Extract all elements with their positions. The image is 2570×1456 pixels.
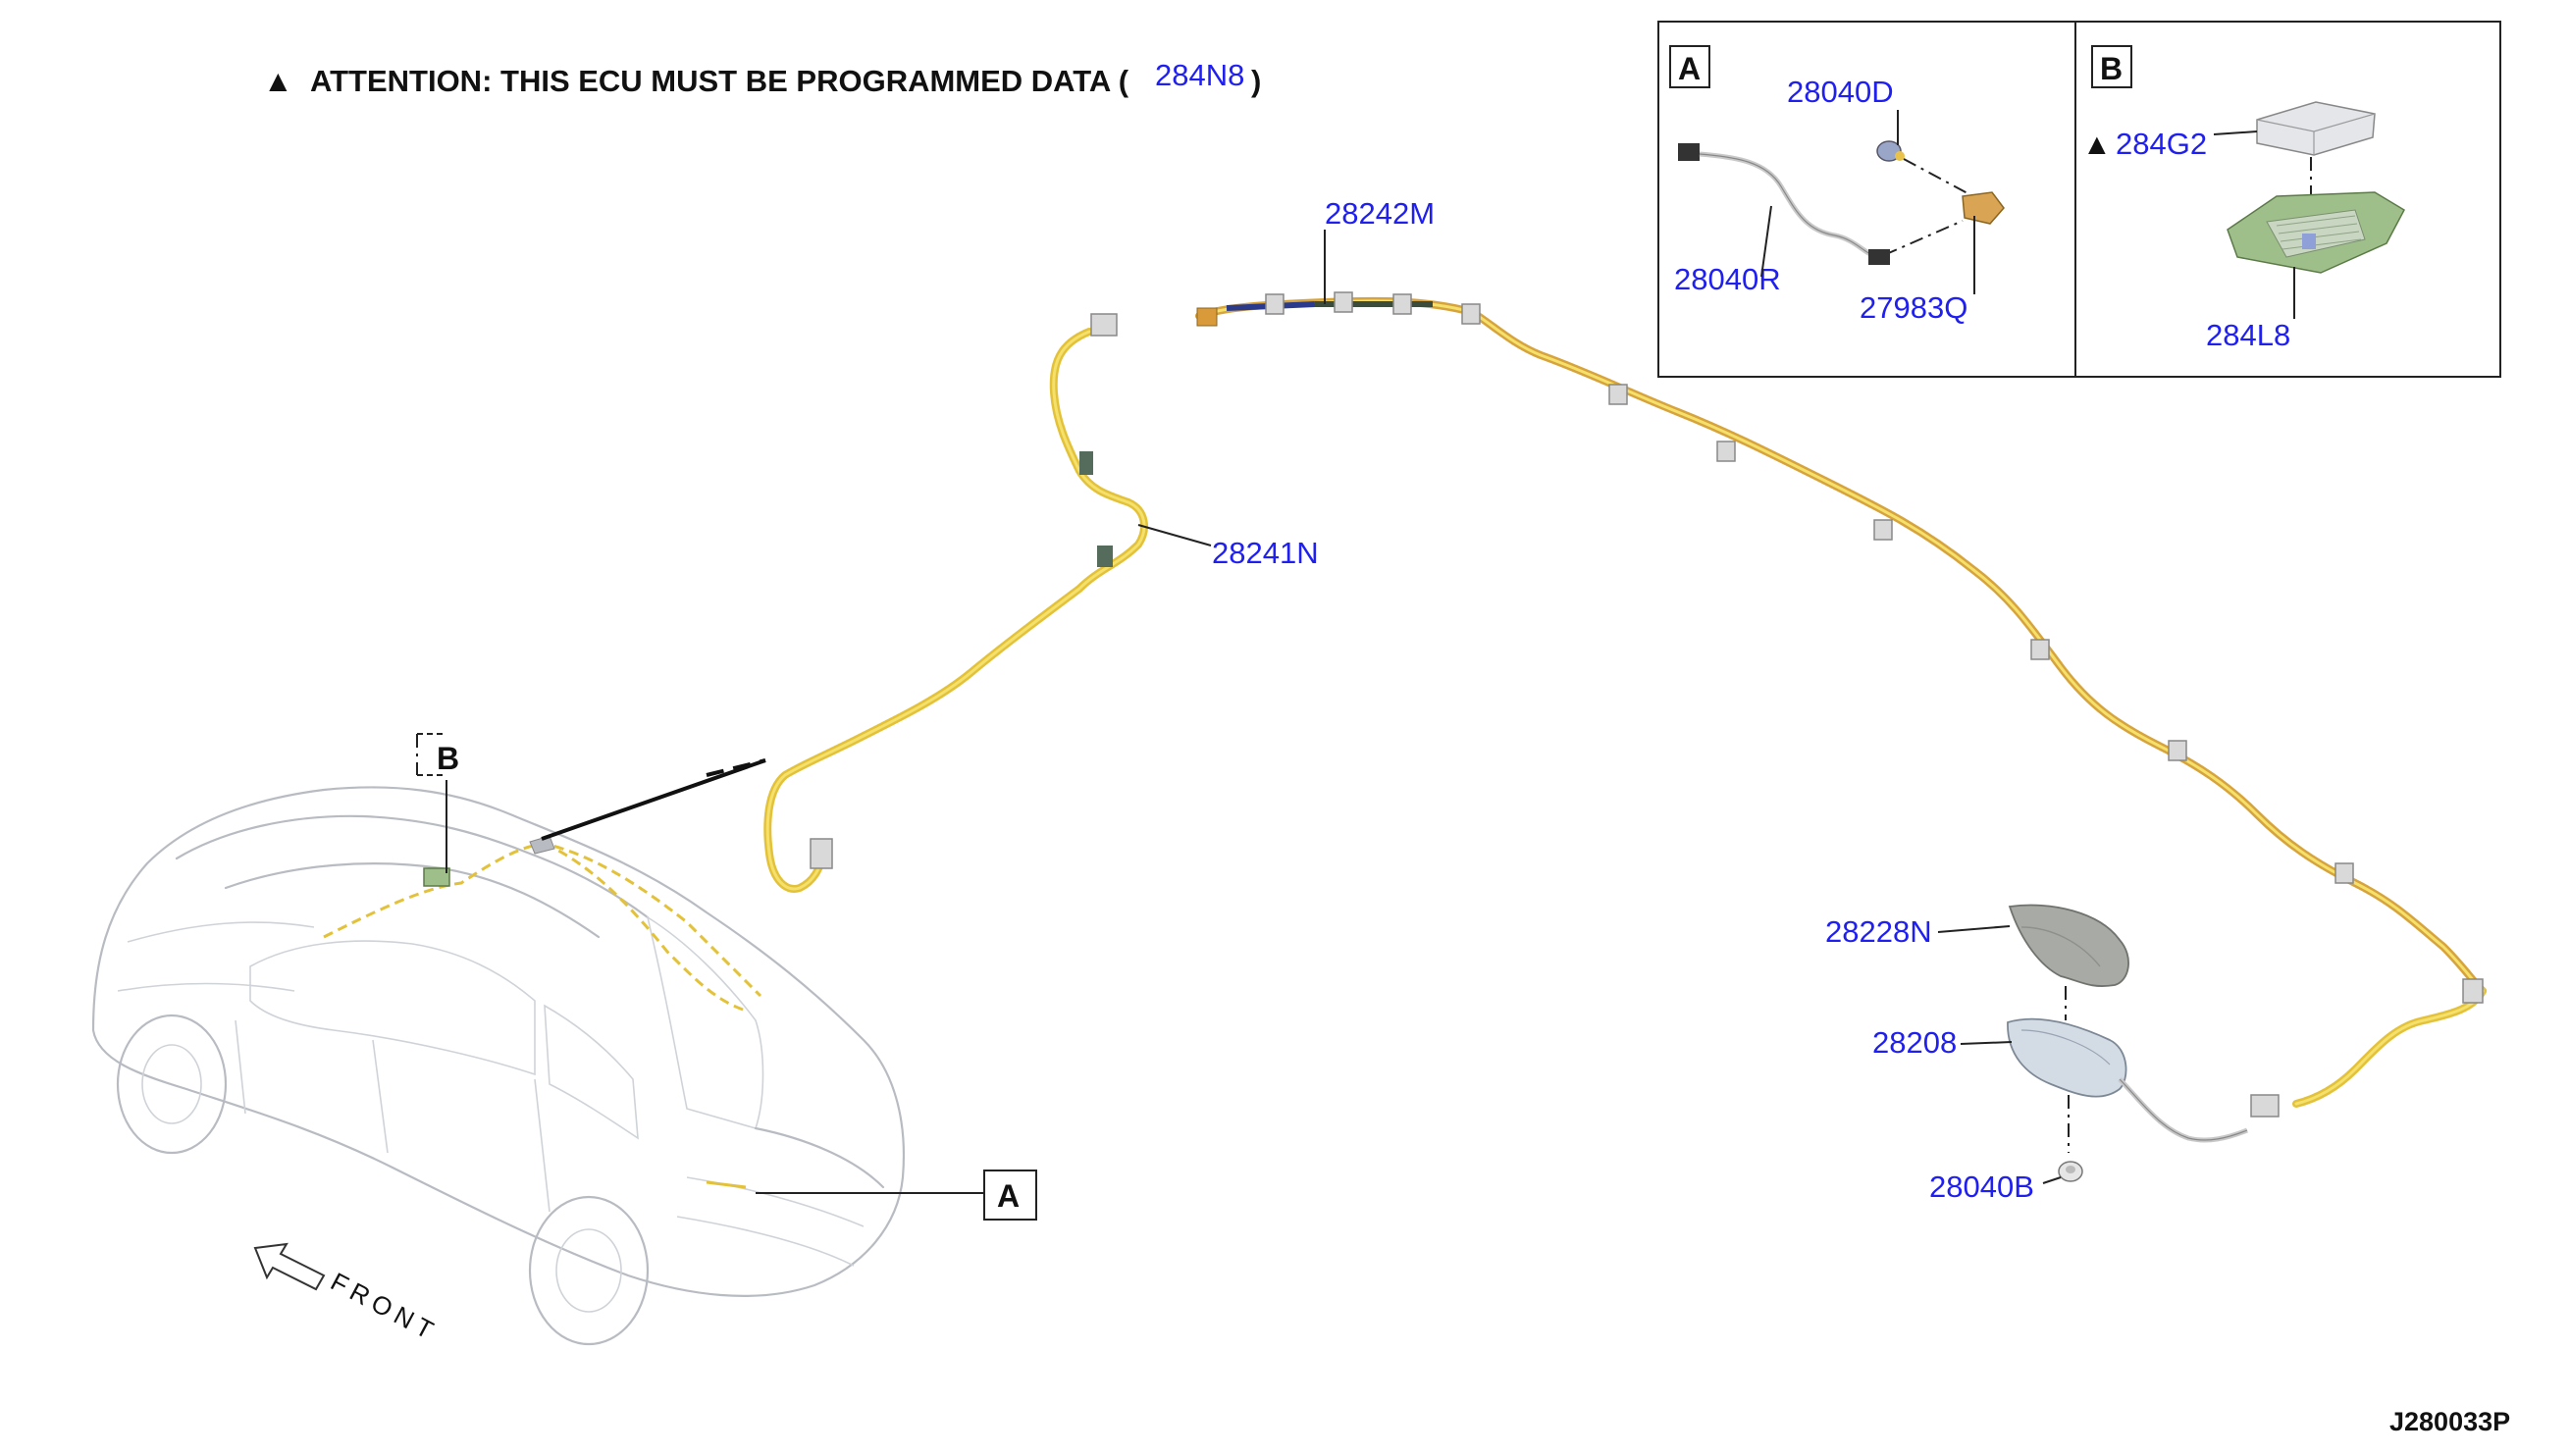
label-28241N[interactable]: 28241N: [1212, 536, 1319, 570]
vehicle-outline: [91, 786, 906, 1346]
connector-right-top: [2462, 978, 2484, 1004]
label-28208[interactable]: 28208: [1872, 1025, 1957, 1060]
nut-28040D: [1876, 140, 1905, 162]
nut-28040B: [2058, 1161, 2083, 1182]
front-label: FRONT: [326, 1267, 444, 1348]
attention-triangle: ▲: [263, 64, 293, 98]
label-28228N[interactable]: 28228N: [1825, 914, 1932, 949]
callout-b: B: [416, 733, 459, 873]
label-284G2-triangle: ▲: [2082, 129, 2112, 161]
attention-part-link[interactable]: 284N8: [1155, 58, 1244, 92]
detail-box-a: A 28040D 28040R 27983Q: [1657, 21, 2076, 378]
dash-27983Q: [1883, 220, 1964, 256]
leader-28208: [1960, 1041, 2013, 1045]
leader-28040R: [1760, 205, 1772, 278]
connector-left-top: [1090, 313, 1118, 337]
detail-b-letter: B: [2100, 51, 2123, 86]
figure-id: J280033P: [2389, 1407, 2510, 1436]
antenna-cover-28228N: [2008, 904, 2129, 987]
cable-28040R: [1678, 143, 1890, 265]
attention-close-paren: ): [1251, 64, 1261, 98]
front-arrow-icon: [253, 1242, 326, 1291]
label-28040D[interactable]: 28040D: [1787, 75, 1894, 109]
label-28242M[interactable]: 28242M: [1325, 196, 1435, 231]
callout-b-letter: B: [437, 741, 459, 776]
label-284G2[interactable]: 284G2: [2116, 127, 2207, 161]
label-284L8[interactable]: 284L8: [2206, 318, 2290, 352]
callout-a: A: [756, 1170, 1037, 1221]
connector-left-bottom: [810, 838, 833, 869]
rear-wheel: [528, 1195, 650, 1346]
leader-28241N: [1137, 524, 1212, 546]
leader-284G2: [2213, 130, 2258, 135]
label-28040B[interactable]: 28040B: [1929, 1170, 2034, 1204]
attention-text: ATTENTION: THIS ECU MUST BE PROGRAMMED D…: [310, 64, 1129, 98]
front-arrow: FRONT: [253, 1242, 444, 1348]
ecu-location-marker: [423, 867, 450, 887]
front-wheel: [116, 1014, 228, 1155]
roof-harness: [763, 291, 2487, 1118]
leader-28040B: [2042, 1176, 2062, 1184]
car-to-harness-leader: [541, 758, 766, 841]
antenna-base-28208: [2007, 1017, 2248, 1143]
detail-box-b: B ▲ 284G2 284L8: [2074, 21, 2501, 378]
bracket-284L8: [2227, 191, 2405, 274]
label-27983Q[interactable]: 27983Q: [1860, 290, 1967, 325]
connector-antenna-side: [2250, 1094, 2280, 1118]
label-28040R[interactable]: 28040R: [1674, 262, 1781, 296]
detail-a-letter: A: [1678, 51, 1701, 86]
leader-28228N: [1937, 925, 2011, 933]
bracket-27983Q: [1962, 191, 2005, 225]
callout-a-letter: A: [997, 1178, 1020, 1214]
ecu-284G2: [2256, 101, 2376, 156]
